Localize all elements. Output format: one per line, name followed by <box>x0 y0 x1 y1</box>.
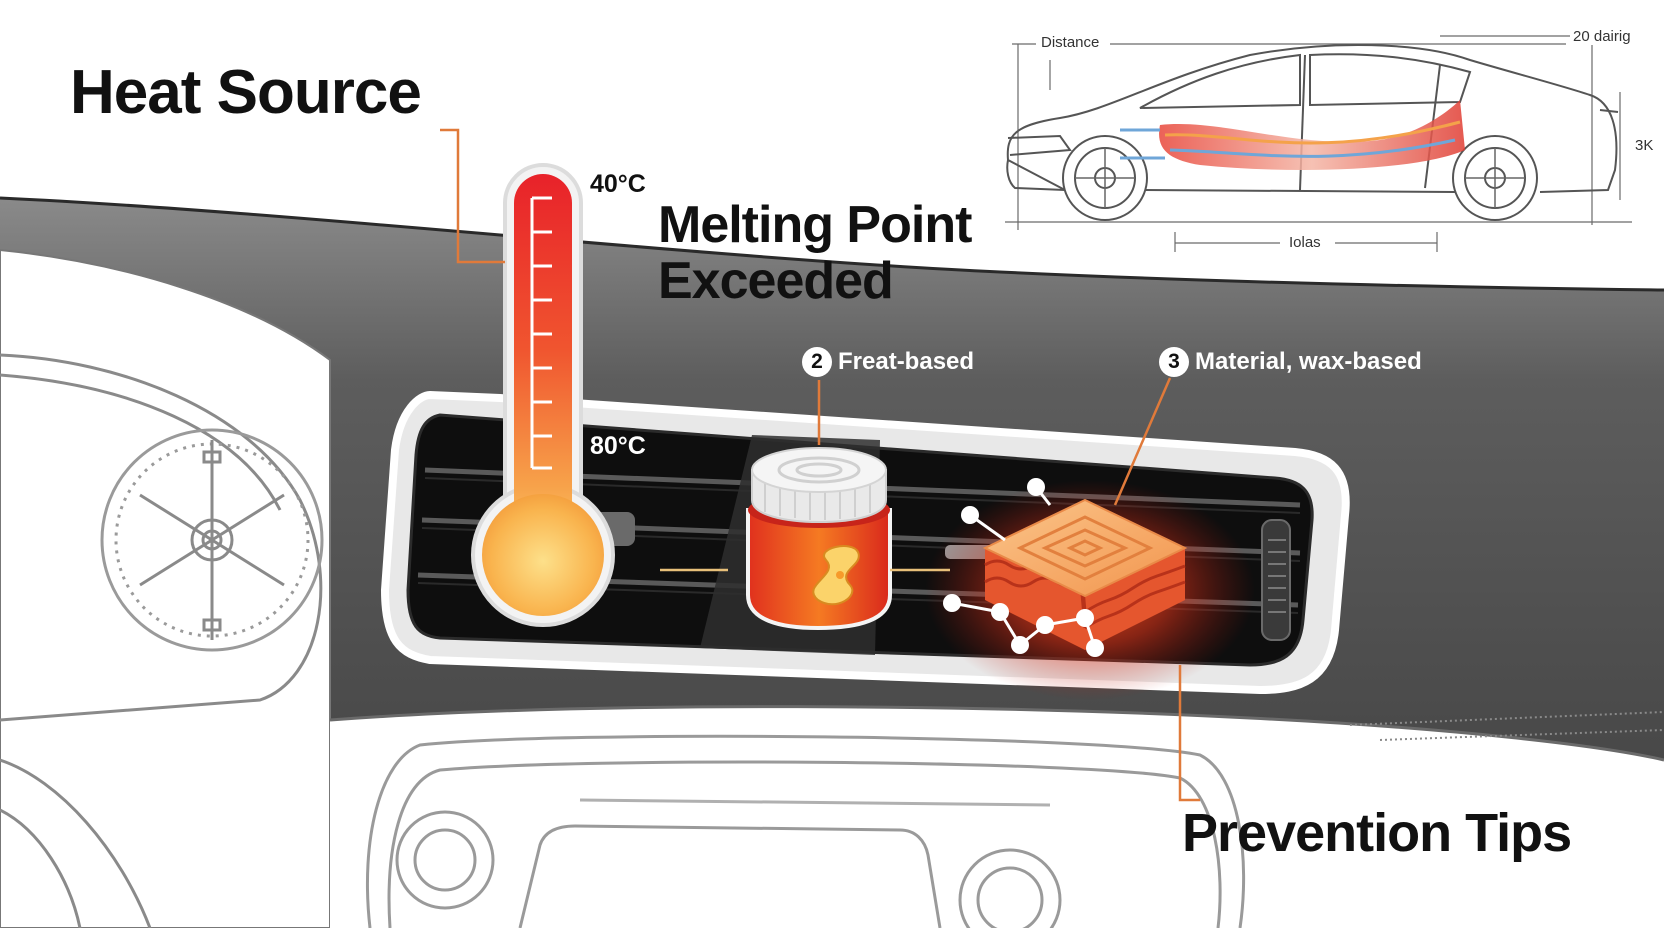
car-dimension-right: 3K <box>1635 137 1654 154</box>
car-dimension-bottom: Iolas <box>1286 234 1324 251</box>
callout-gel-based: 2 Freat-based <box>802 347 974 377</box>
gel-jar-icon <box>746 447 892 631</box>
callout-label: Material, wax-based <box>1195 348 1422 375</box>
instrument-cluster <box>0 353 324 928</box>
callout-wax-based: 3 Material, wax-based <box>1159 347 1422 377</box>
callout-number: 3 <box>1159 347 1189 377</box>
melting-point-line2: Exceeded <box>658 251 894 310</box>
melting-point-heading: Melting Point Exceeded <box>658 196 972 310</box>
leader-lines <box>440 128 1200 802</box>
callout-label: Freat-based <box>838 348 975 375</box>
car-dimension-distance: Distance <box>1038 34 1103 51</box>
thermometer-icon <box>471 163 615 627</box>
thermometer-bottom-label: 80°C <box>590 432 646 460</box>
melting-point-line1: Melting Point <box>658 196 972 254</box>
callout-number: 2 <box>802 347 832 377</box>
heat-source-heading: Heat Source <box>70 58 422 127</box>
center-console <box>366 734 1246 928</box>
car-blueprint-icon <box>1005 35 1632 252</box>
prevention-tips-heading: Prevention Tips <box>1182 803 1572 863</box>
thermometer-top-label: 40°C <box>590 170 646 198</box>
car-dimension-top-right: 20 dairig <box>1570 28 1634 45</box>
wax-block-icon <box>943 478 1188 657</box>
